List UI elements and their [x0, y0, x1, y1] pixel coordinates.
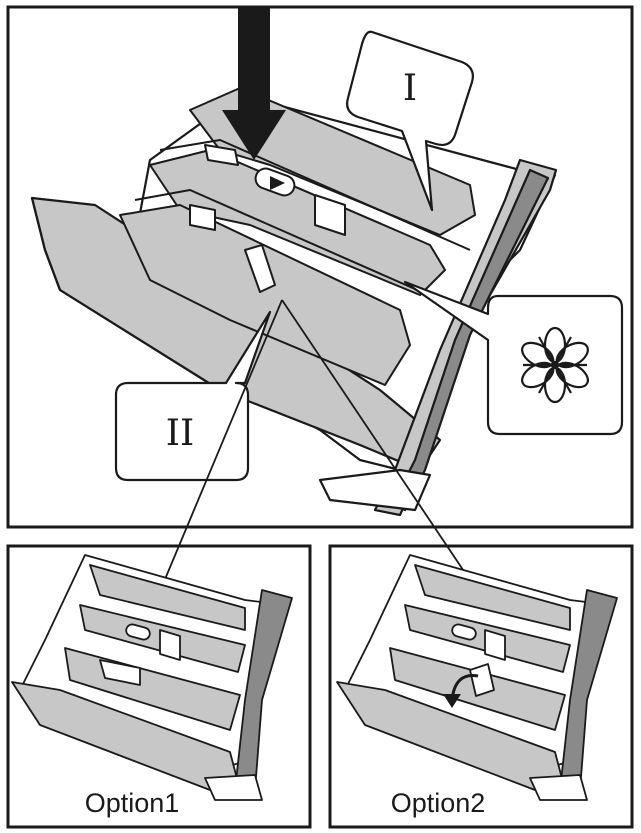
option1-frame [6, 544, 312, 829]
drawer-rail-shadow [390, 168, 550, 512]
option2-rotate-arrow-head [443, 694, 461, 708]
main-panel: I II [6, 5, 634, 623]
compartment-ii-well [119, 204, 411, 386]
option1-caption: Option1 [85, 788, 180, 818]
option2-compartment-top [414, 564, 571, 631]
callout-ii-bubble [114, 310, 272, 482]
option2-siphon-cap [451, 623, 477, 641]
option1-flap [99, 659, 141, 686]
flower-softener-icon [521, 326, 589, 404]
option1-compartment-top [89, 564, 246, 631]
siphon-arrow [270, 176, 285, 190]
flap-left-2 [189, 204, 216, 231]
callout-i: I [346, 30, 474, 212]
flap-left-1 [204, 144, 239, 166]
main-panel-frame [6, 5, 634, 529]
option2-handle [529, 774, 588, 801]
drawer-front-edge [30, 197, 221, 391]
leader-line-option1 [149, 299, 283, 616]
option2-caption: Option2 [391, 788, 486, 818]
option1-panel: Option1 [6, 544, 312, 829]
option1-siphon-cap [125, 623, 151, 641]
option2-panel: Option2 [328, 544, 634, 829]
option1-insert [159, 629, 181, 661]
callout-i-label: I [403, 68, 417, 109]
callout-ii: II [114, 310, 272, 482]
divider-2 [134, 189, 441, 301]
option2-flap-raised [469, 663, 495, 697]
option1-handle [204, 774, 263, 801]
insert-arrow-head [222, 110, 286, 160]
option2-insert [484, 629, 506, 661]
softener-insert [314, 194, 346, 236]
callout-i-bubble [346, 30, 474, 212]
option2-frame [328, 544, 634, 829]
leader-line-option2 [281, 299, 499, 623]
insert-arrow [222, 8, 286, 160]
callout-softener-bubble [403, 280, 624, 436]
drawer-handle [318, 468, 432, 512]
callout-softener [403, 280, 624, 436]
liquid-flap [244, 244, 276, 293]
callout-ii-label: II [166, 413, 194, 454]
insert-arrow-shaft [238, 8, 270, 113]
divider-1 [159, 139, 471, 251]
